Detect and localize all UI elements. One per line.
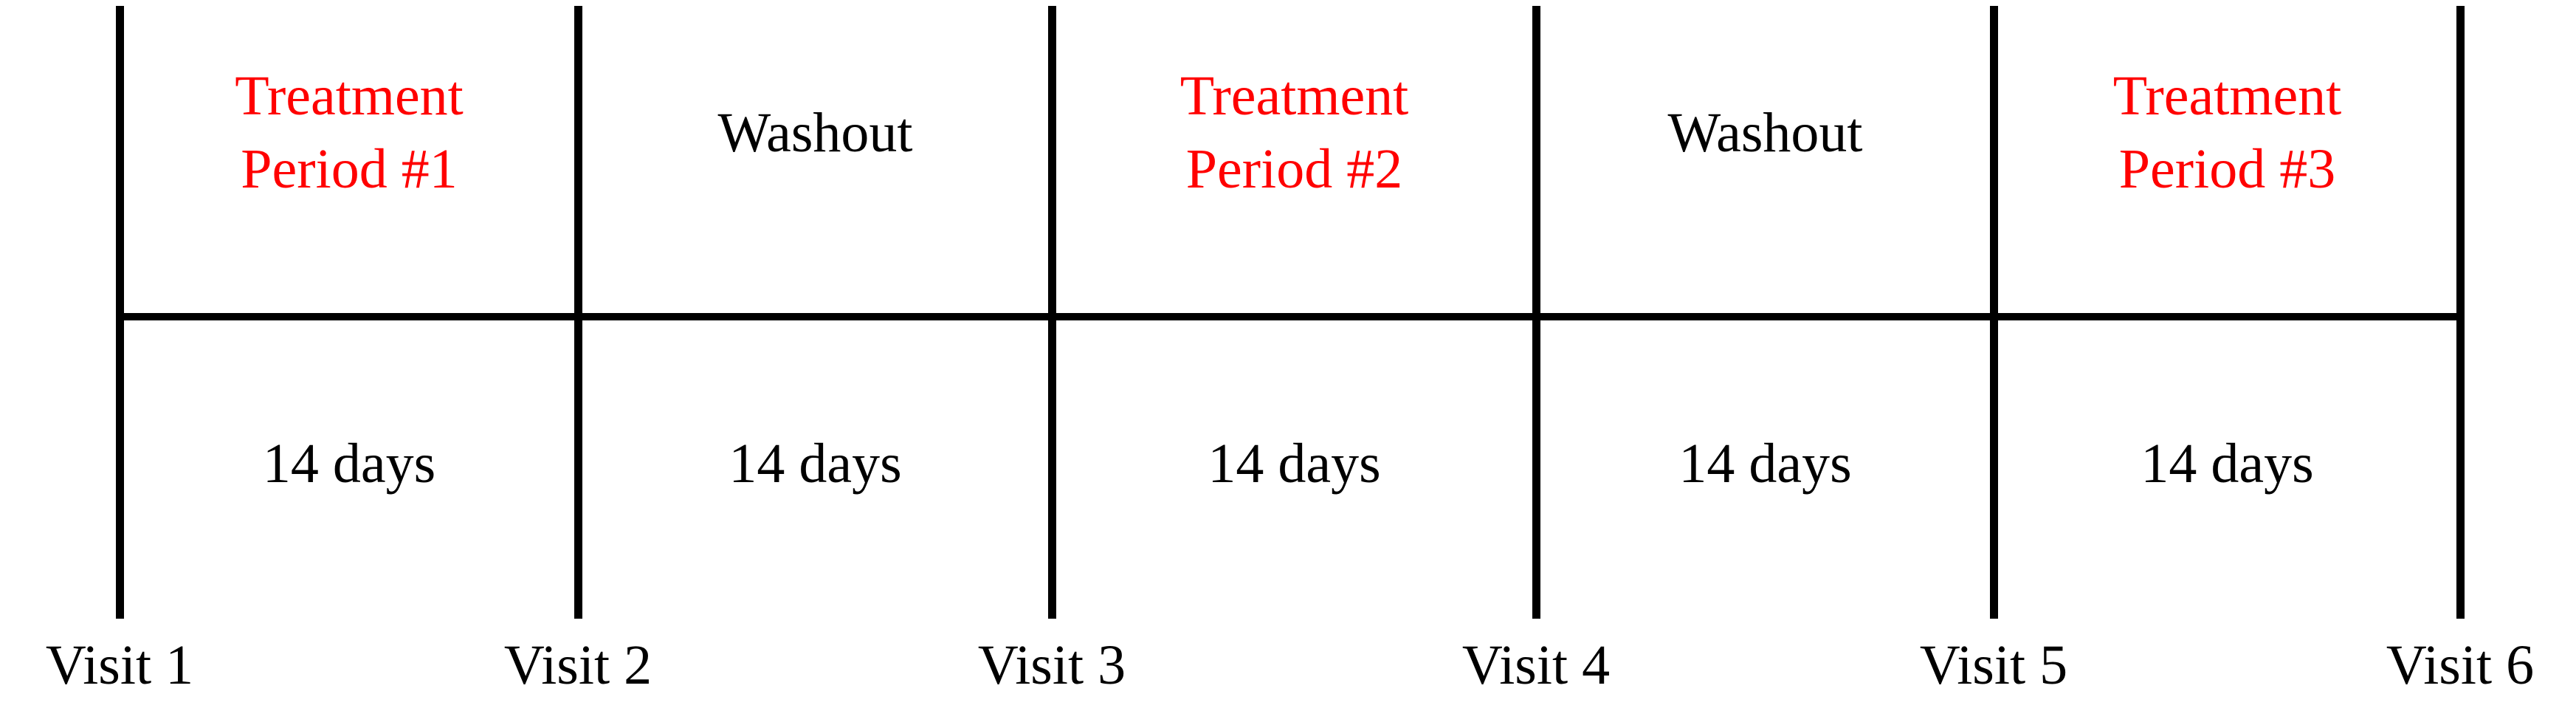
duration-cell-period-2: 14 days — [1056, 320, 1532, 619]
duration-cell-period-3: 14 days — [1998, 320, 2456, 619]
visit-label-2: Visit 2 — [503, 634, 652, 696]
visit-marker-line-5 — [1990, 6, 1998, 619]
period-label-washout-1: Washout — [717, 101, 913, 164]
duration-label-washout-1: 14 days — [729, 432, 902, 495]
duration-cell-washout-2: 14 days — [1540, 320, 1990, 619]
period-cell-washout-2: Washout — [1540, 6, 1990, 313]
period-label-period-3: Treatment Period #3 — [2112, 65, 2342, 200]
period-label-washout-2: Washout — [1667, 101, 1863, 164]
period-cell-period-2: Treatment Period #2 — [1056, 6, 1532, 313]
period-cell-period-3: Treatment Period #3 — [1998, 6, 2456, 313]
duration-label-period-3: 14 days — [2141, 432, 2314, 495]
horizontal-divider-line — [116, 313, 2465, 320]
period-cell-washout-1: Washout — [582, 6, 1048, 313]
visit-label-1: Visit 1 — [45, 634, 194, 696]
visit-label-5: Visit 5 — [1919, 634, 2068, 696]
visit-marker-line-4 — [1532, 6, 1540, 619]
visit-marker-line-3 — [1048, 6, 1056, 619]
visit-marker-line-2 — [574, 6, 582, 619]
visit-marker-line-6 — [2456, 6, 2465, 619]
duration-label-period-2: 14 days — [1208, 432, 1381, 495]
period-label-period-2: Treatment Period #2 — [1179, 65, 1409, 200]
period-label-period-1: Treatment Period #1 — [235, 65, 464, 200]
period-cell-period-1: Treatment Period #1 — [124, 6, 574, 313]
duration-cell-washout-1: 14 days — [582, 320, 1048, 619]
visit-label-3: Visit 3 — [977, 634, 1126, 696]
duration-label-washout-2: 14 days — [1678, 432, 1852, 495]
duration-cell-period-1: 14 days — [124, 320, 574, 619]
duration-label-period-1: 14 days — [262, 432, 436, 495]
visit-label-4: Visit 4 — [1461, 634, 1611, 696]
visit-marker-line-1 — [116, 6, 124, 619]
visit-label-6: Visit 6 — [2386, 634, 2535, 696]
